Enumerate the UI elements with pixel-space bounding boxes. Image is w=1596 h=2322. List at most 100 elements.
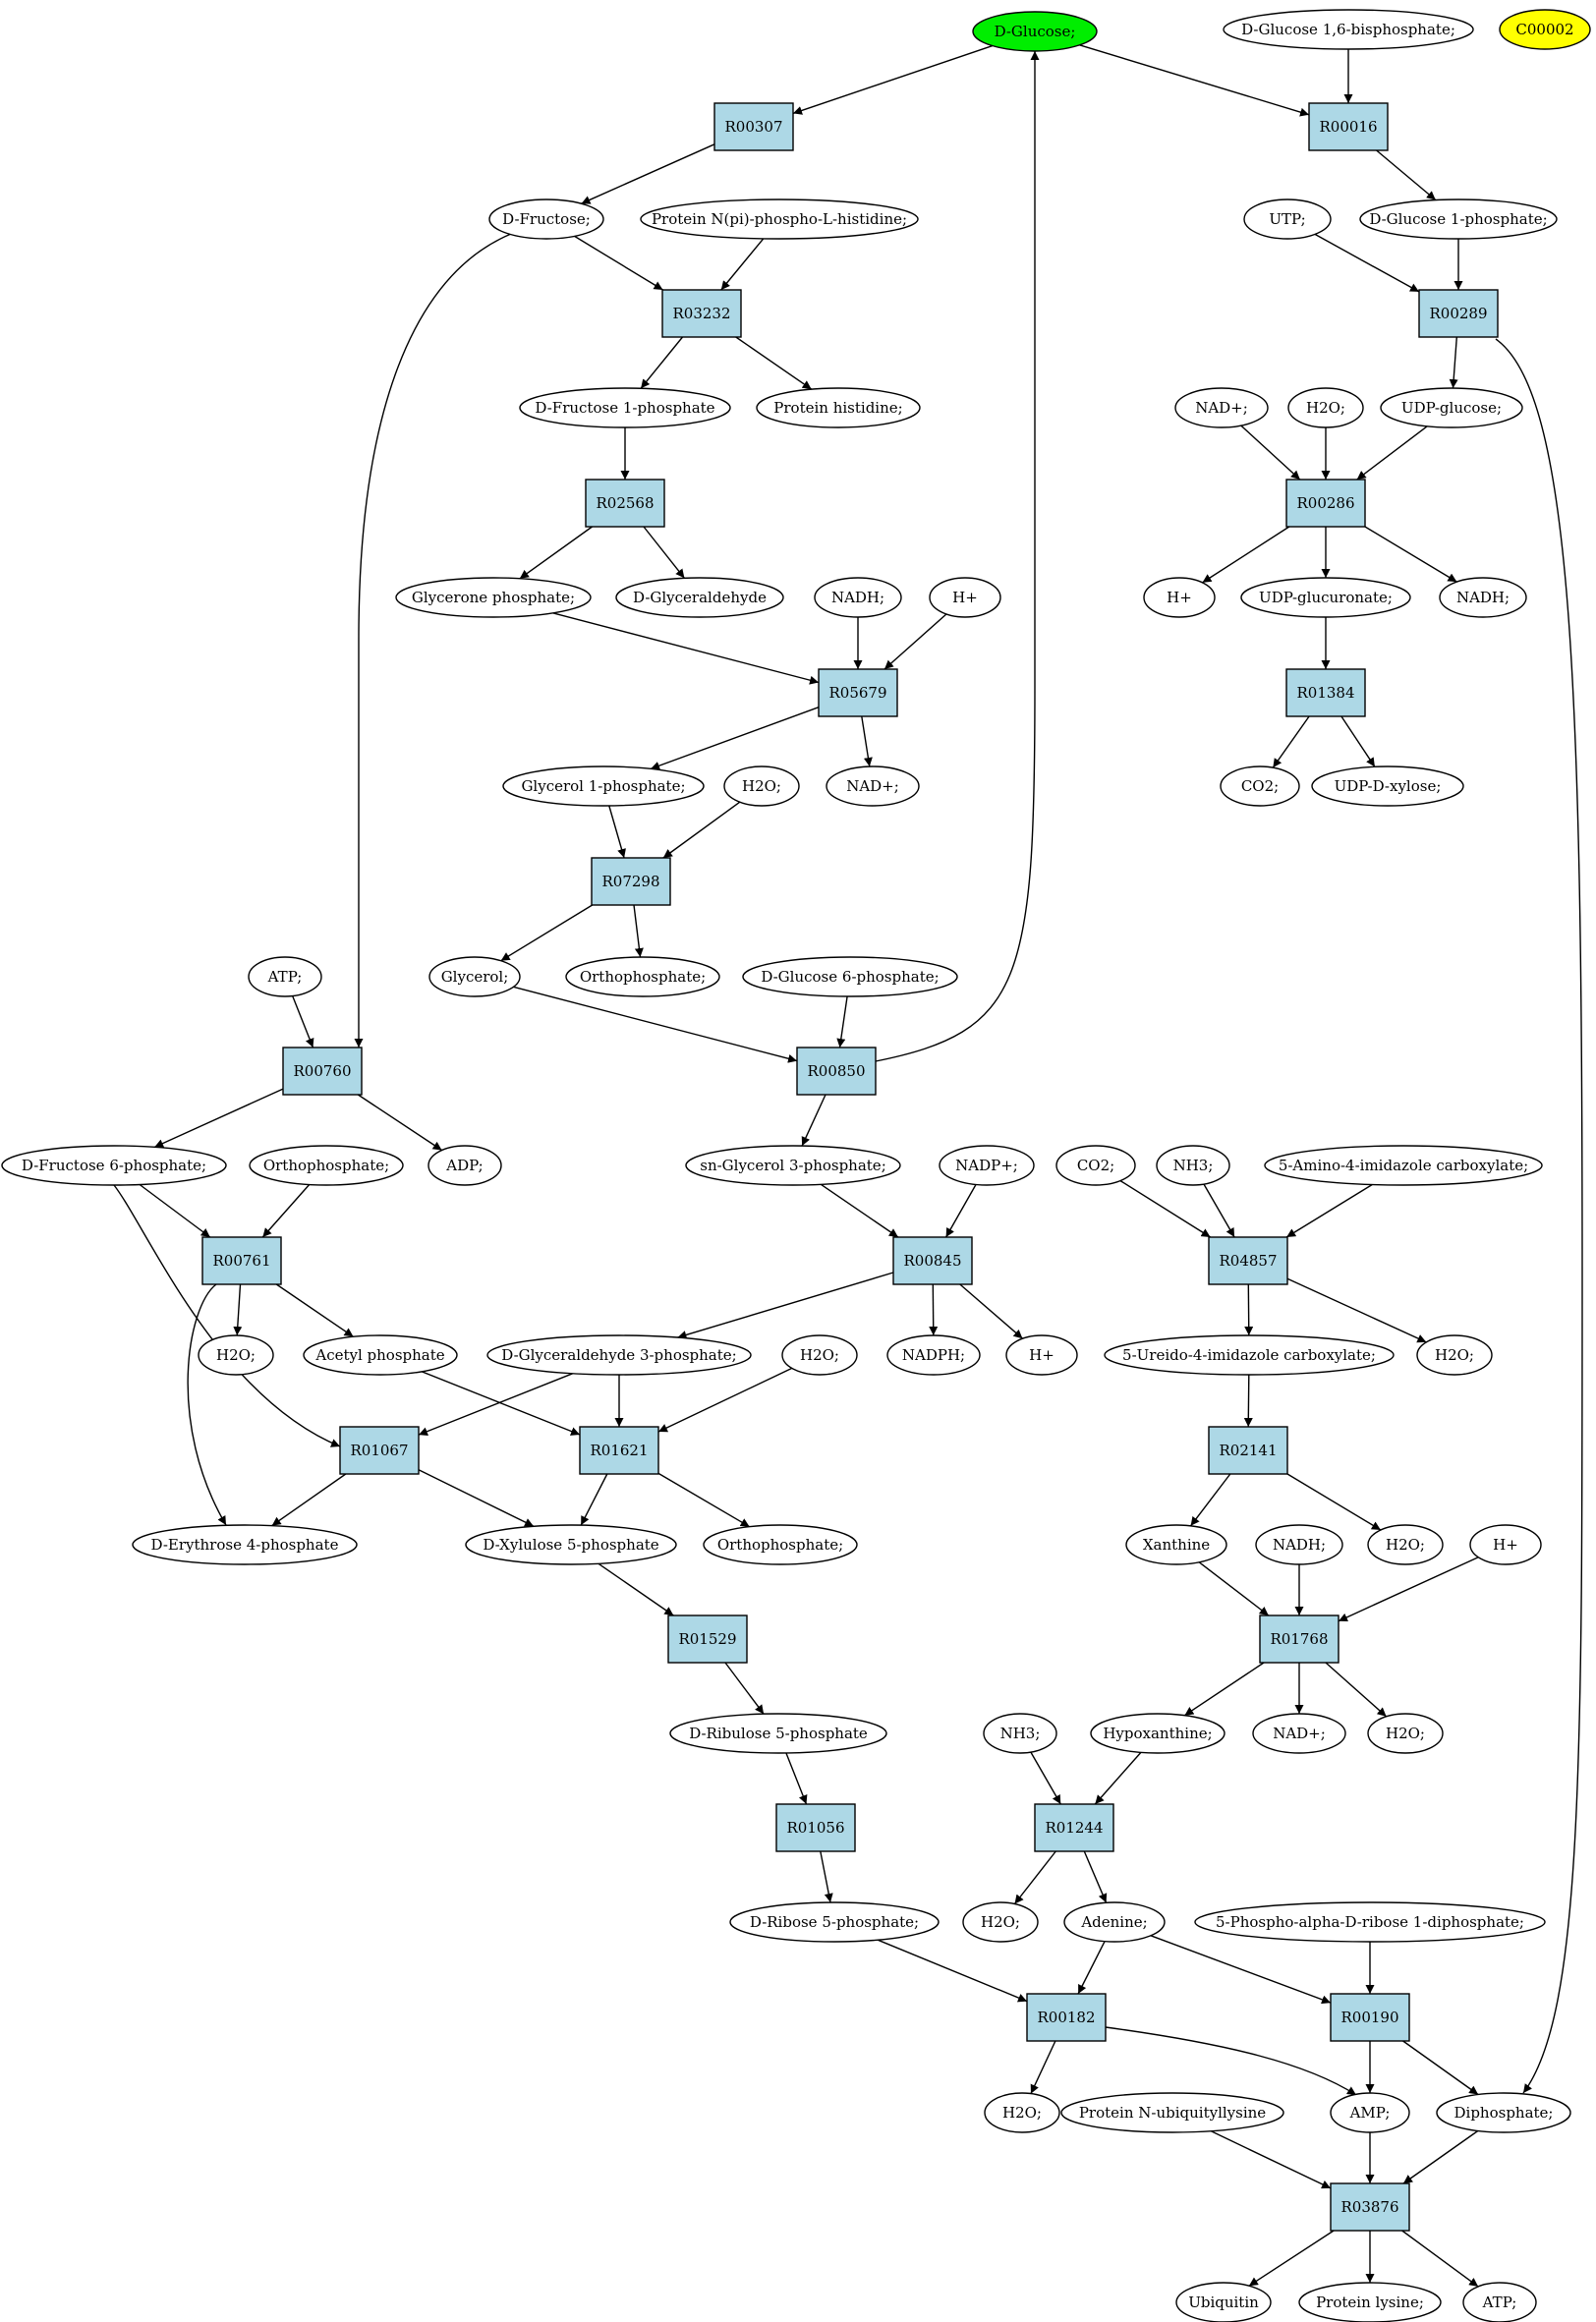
compound-node-diphos[interactable]: Diphosphate; [1436, 2092, 1571, 2133]
compound-node-nh3a[interactable]: NH3; [1156, 1145, 1230, 1186]
compound-node-h2o9[interactable]: H2O; [984, 2092, 1060, 2133]
compound-node-nadh3[interactable]: NADH; [1255, 1524, 1343, 1565]
compound-node-glyceraldehyde[interactable]: D-Glyceraldehyde [615, 577, 784, 618]
compound-node-hplus4[interactable]: H+ [1469, 1524, 1542, 1565]
compound-node-ortho2[interactable]: Orthophosphate; [249, 1145, 404, 1186]
compound-node-amp[interactable]: AMP; [1330, 2092, 1410, 2133]
compound-node-h2o5[interactable]: H2O; [1416, 1334, 1493, 1376]
compound-node-hypox[interactable]: Hypoxanthine; [1090, 1713, 1226, 1754]
compound-node-utp[interactable]: UTP; [1243, 198, 1332, 240]
reaction-node-R05679[interactable]: R05679 [818, 668, 898, 717]
reaction-node-R01056[interactable]: R01056 [775, 1803, 856, 1852]
node-label: CO2; [1077, 1157, 1114, 1174]
compound-node-h2o4[interactable]: H2O; [781, 1334, 858, 1376]
reaction-box [591, 857, 671, 906]
compound-node-gap[interactable]: D-Glyceraldehyde 3-phosphate; [486, 1334, 752, 1376]
compound-node-nadh1[interactable]: NADH; [814, 577, 902, 618]
reaction-node-R03876[interactable]: R03876 [1330, 2182, 1410, 2232]
compound-node-udpglc[interactable]: UDP-glucose; [1380, 387, 1523, 428]
compound-node-glyceronep[interactable]: Glycerone phosphate; [395, 577, 592, 618]
compound-node-glycerol[interactable]: Glycerol; [428, 956, 521, 997]
compound-node-protubq[interactable]: Protein N-ubiquityllysine [1060, 2092, 1284, 2133]
compound-node-nh3b[interactable]: NH3; [983, 1713, 1057, 1754]
compound-node-aic[interactable]: 5-Amino-4-imidazole carboxylate; [1264, 1145, 1543, 1186]
reaction-node-R02141[interactable]: R02141 [1208, 1426, 1288, 1475]
compound-node-h2o6[interactable]: H2O; [1367, 1524, 1444, 1565]
reaction-node-R00016[interactable]: R00016 [1308, 102, 1389, 151]
compound-node-adp[interactable]: ADP; [428, 1145, 502, 1186]
compound-node-ru5p[interactable]: D-Ribulose 5-phosphate [669, 1713, 887, 1754]
compound-node-e4p[interactable]: D-Erythrose 4-phosphate [132, 1524, 358, 1565]
reaction-node-R01529[interactable]: R01529 [667, 1614, 748, 1664]
reaction-node-R00850[interactable]: R00850 [796, 1047, 877, 1096]
compound-node-h2o8[interactable]: H2O; [962, 1901, 1039, 1943]
reaction-node-R02568[interactable]: R02568 [585, 479, 665, 528]
compound-node-nadh2[interactable]: NADH; [1439, 577, 1527, 618]
reaction-node-R04857[interactable]: R04857 [1208, 1236, 1288, 1285]
reaction-node-R01244[interactable]: R01244 [1034, 1803, 1114, 1852]
compound-node-ortho1[interactable]: Orthophosphate; [565, 956, 720, 997]
compound-node-glycerol1p[interactable]: Glycerol 1-phosphate; [502, 765, 705, 807]
reaction-node-R00307[interactable]: R00307 [713, 102, 794, 151]
compound-ellipse [1063, 1901, 1166, 1943]
compound-ellipse [972, 11, 1098, 52]
reaction-node-R00760[interactable]: R00760 [282, 1047, 363, 1096]
compound-node-h2o1[interactable]: H2O; [1287, 387, 1364, 428]
compound-node-c00002[interactable]: C00002 [1499, 9, 1591, 50]
compound-node-prpp[interactable]: 5-Phospho-alpha-D-ribose 1-diphosphate; [1194, 1901, 1546, 1943]
compound-node-co2b[interactable]: CO2; [1055, 1145, 1136, 1186]
reaction-node-R07298[interactable]: R07298 [591, 857, 671, 906]
reaction-node-R00286[interactable]: R00286 [1285, 479, 1366, 528]
compound-node-udpglcur[interactable]: UDP-glucuronate; [1240, 577, 1411, 618]
compound-node-uic[interactable]: 5-Ureido-4-imidazole carboxylate; [1104, 1334, 1395, 1376]
compound-node-f1p[interactable]: D-Fructose 1-phosphate [519, 387, 731, 428]
compound-node-h2o7[interactable]: H2O; [1367, 1713, 1444, 1754]
compound-node-protlys[interactable]: Protein lysine; [1298, 2282, 1442, 2322]
compound-node-nadph[interactable]: NADPH; [886, 1334, 981, 1376]
compound-node-udpxyl[interactable]: UDP-D-xylose; [1311, 765, 1464, 807]
compound-node-atp1[interactable]: ATP; [248, 956, 322, 997]
compound-node-xanthine[interactable]: Xanthine [1125, 1524, 1227, 1565]
compound-node-fructose[interactable]: D-Fructose; [488, 198, 604, 240]
compound-node-acetylp[interactable]: Acetyl phosphate [303, 1334, 458, 1376]
compound-node-ubiquitin[interactable]: Ubiquitin [1175, 2282, 1272, 2322]
compound-node-atp2[interactable]: ATP; [1462, 2282, 1537, 2322]
compound-node-protnpi[interactable]: Protein N(pi)-phospho-L-histidine; [640, 198, 919, 240]
reaction-node-R00761[interactable]: R00761 [201, 1236, 282, 1285]
reaction-node-R01067[interactable]: R01067 [339, 1426, 420, 1475]
compound-node-r5p[interactable]: D-Ribose 5-phosphate; [729, 1901, 940, 1943]
compound-node-x5p[interactable]: D-Xylulose 5-phosphate [465, 1524, 677, 1565]
compound-node-ortho3[interactable]: Orthophosphate; [703, 1524, 858, 1565]
compound-node-glucose[interactable]: D-Glucose; [972, 11, 1098, 52]
compound-node-g1p[interactable]: D-Glucose 1-phosphate; [1359, 198, 1558, 240]
reaction-node-R01384[interactable]: R01384 [1285, 668, 1366, 717]
compound-node-hplus2[interactable]: H+ [1143, 577, 1216, 618]
reaction-node-R00289[interactable]: R00289 [1418, 289, 1499, 338]
compound-node-f6p[interactable]: D-Fructose 6-phosphate; [1, 1145, 227, 1186]
reaction-node-R03232[interactable]: R03232 [661, 289, 742, 338]
compound-node-h2o2[interactable]: H2O; [723, 765, 800, 807]
compound-node-hplus3[interactable]: H+ [1005, 1334, 1078, 1376]
compound-node-glc16bp[interactable]: D-Glucose 1,6-bisphosphate; [1223, 9, 1474, 50]
node-label: 5-Ureido-4-imidazole carboxylate; [1122, 1346, 1376, 1364]
compound-node-h2o3[interactable]: H2O; [198, 1334, 274, 1376]
reaction-node-R00845[interactable]: R00845 [892, 1236, 973, 1285]
compound-node-nadp1[interactable]: NAD+; [1174, 387, 1269, 428]
compound-node-nadpplus[interactable]: NADP+; [939, 1145, 1035, 1186]
reaction-node-R00190[interactable]: R00190 [1330, 1993, 1410, 2042]
compound-node-g6p[interactable]: D-Glucose 6-phosphate; [742, 956, 958, 997]
reaction-node-R00182[interactable]: R00182 [1026, 1993, 1107, 2042]
compound-node-co2a[interactable]: CO2; [1220, 765, 1300, 807]
compound-node-hplus1[interactable]: H+ [929, 577, 1001, 618]
reaction-node-R01768[interactable]: R01768 [1259, 1614, 1340, 1664]
compound-node-adenine[interactable]: Adenine; [1063, 1901, 1166, 1943]
edge-R00760-to-f6p [153, 1088, 284, 1149]
compound-ellipse [1174, 387, 1269, 428]
edge-glycerol-to-R00850 [513, 986, 798, 1063]
compound-node-nadp2[interactable]: NAD+; [826, 765, 920, 807]
compound-node-sng3p[interactable]: sn-Glycerol 3-phosphate; [685, 1145, 901, 1186]
compound-node-prothis[interactable]: Protein histidine; [756, 387, 921, 428]
compound-node-nadp3[interactable]: NAD+; [1252, 1713, 1346, 1754]
reaction-node-R01621[interactable]: R01621 [579, 1426, 659, 1475]
node-label: Protein N(pi)-phospho-L-histidine; [652, 210, 907, 228]
